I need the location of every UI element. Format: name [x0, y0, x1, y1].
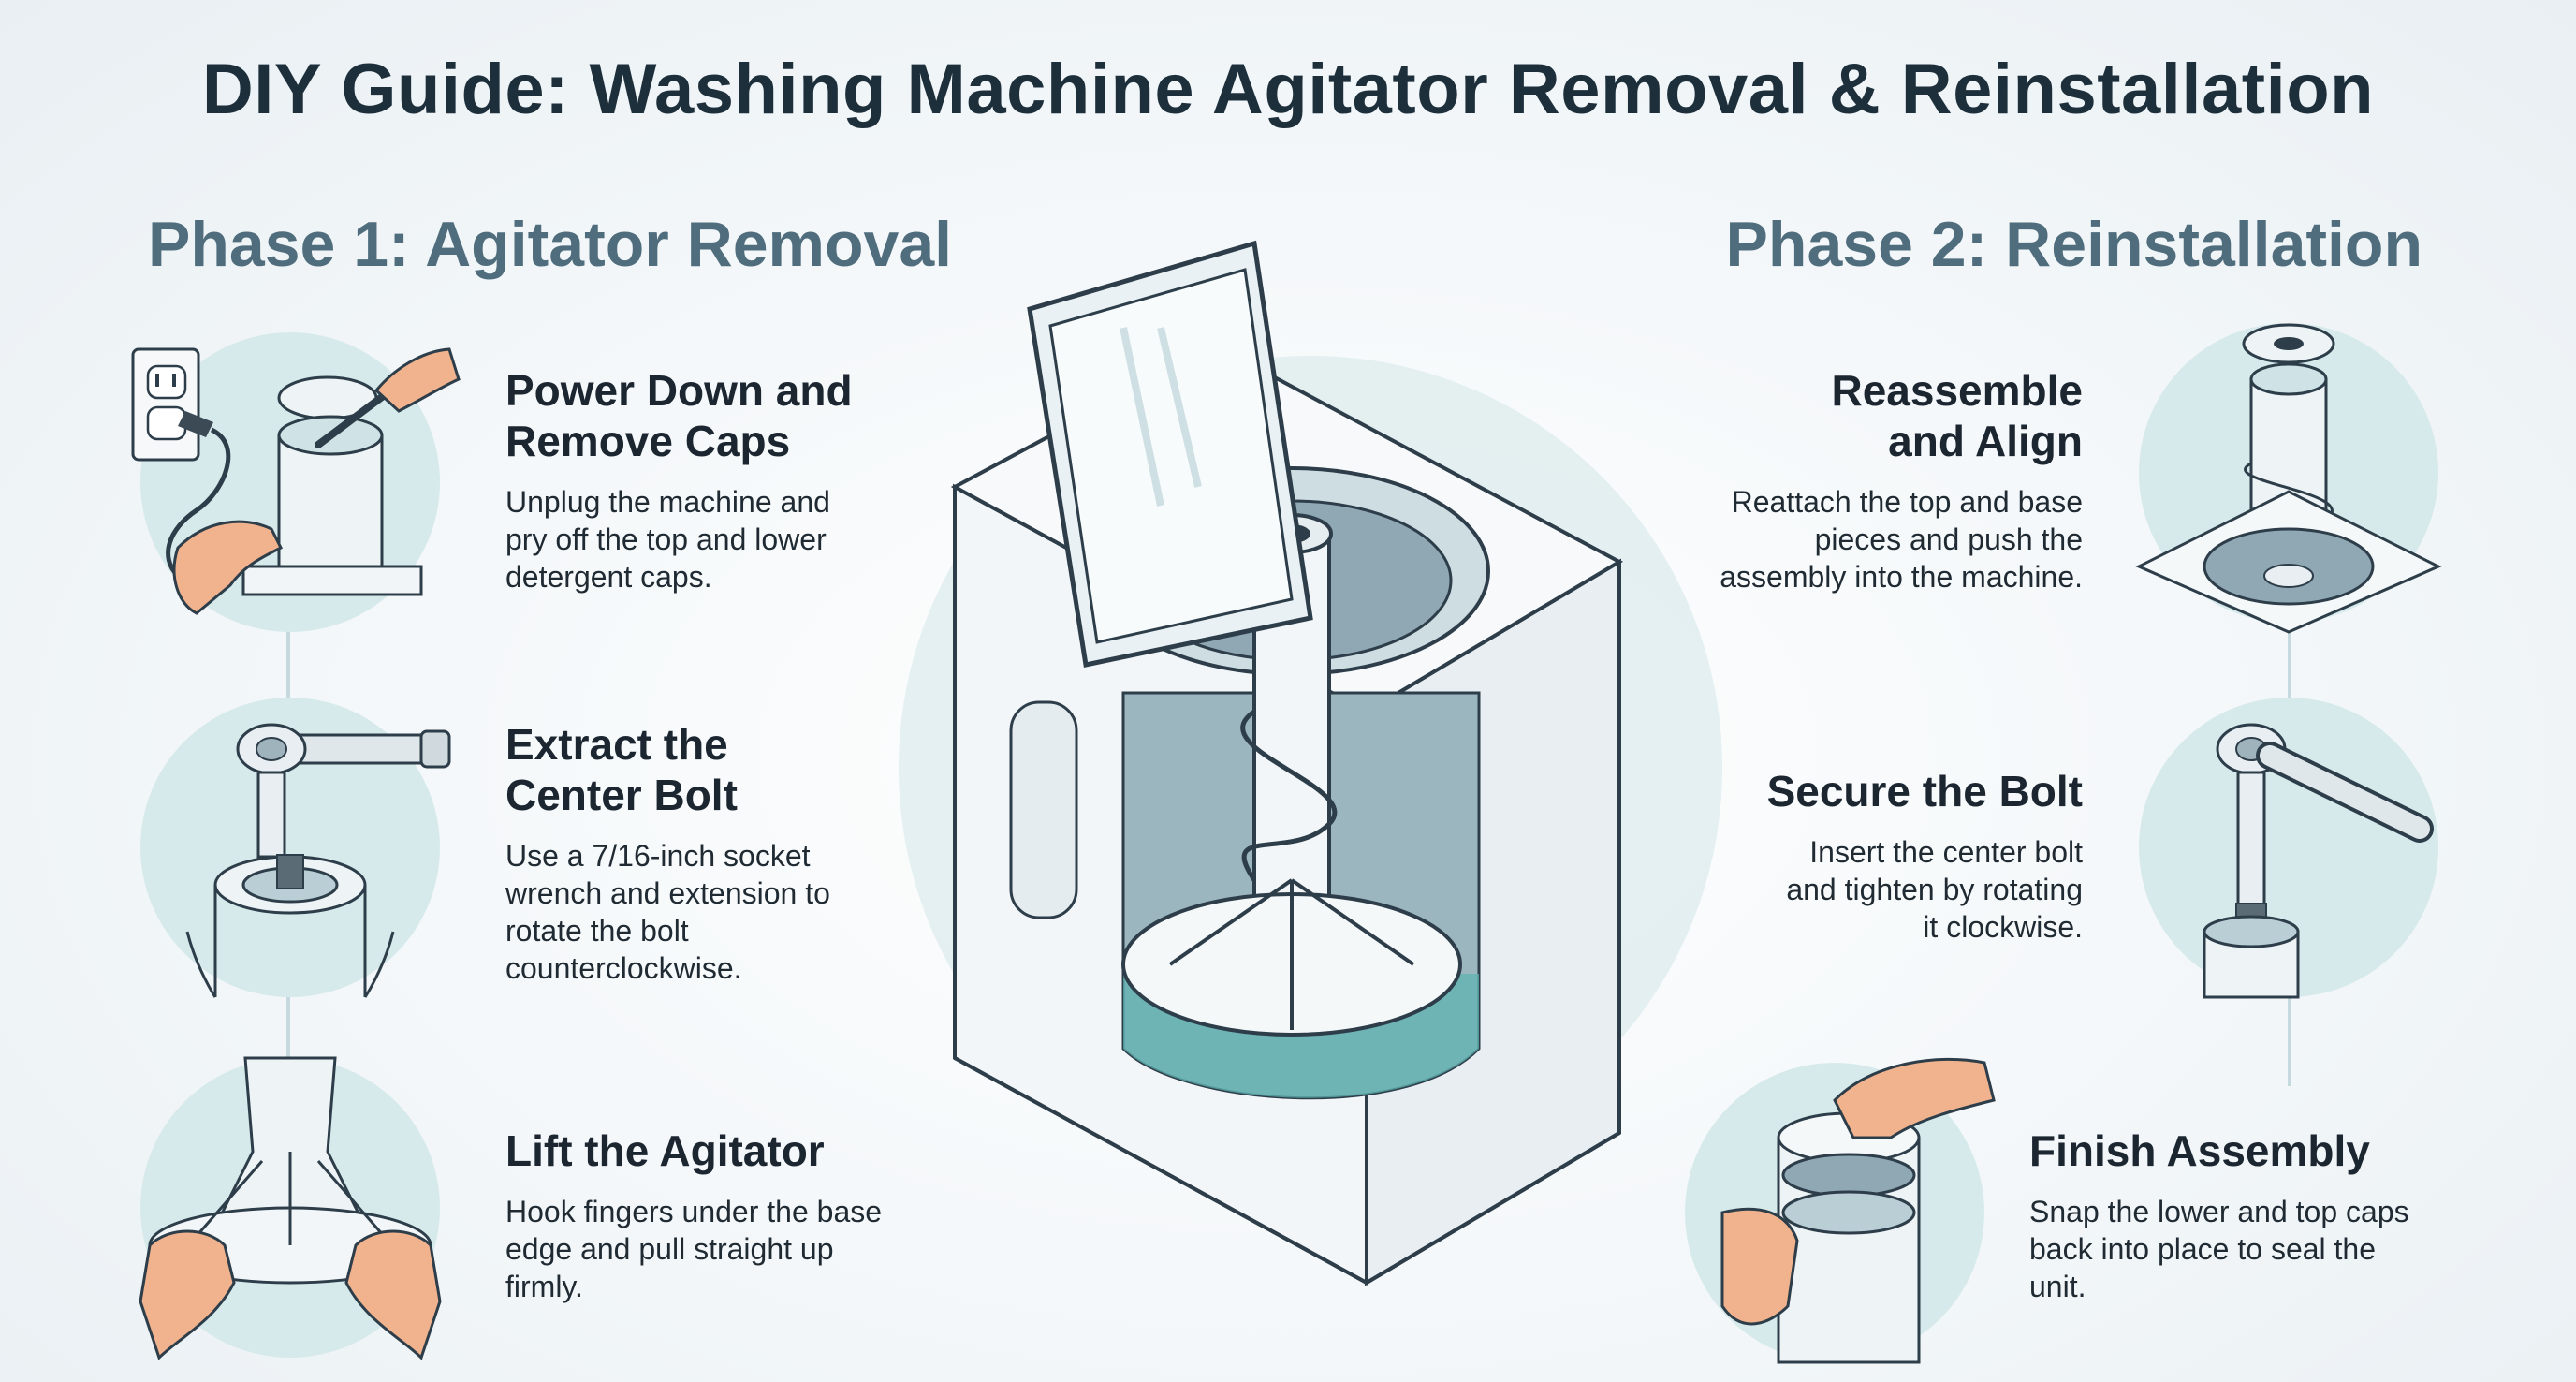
extract-bolt-illustration — [140, 698, 451, 998]
phase-2-heading: Phase 2: Reinstallation — [1725, 209, 2422, 280]
hands-icon — [139, 1229, 442, 1360]
power-outlet-icon — [131, 347, 200, 462]
step-secure-bolt: Secure the Bolt Insert the center bolt a… — [1652, 766, 2083, 946]
washing-machine-illustration — [842, 225, 1778, 1301]
step-reassemble: Reassemble and Align Reattach the top an… — [1652, 365, 2083, 595]
step-finish-assembly: Finish Assembly Snap the lower and top c… — [2029, 1125, 2479, 1305]
step-extract-bolt-body: Use a 7/16-inch socket wrench and extens… — [505, 839, 830, 985]
step-lift-agitator-body: Hook fingers under the base edge and pul… — [505, 1195, 883, 1303]
step-lift-agitator-title: Lift the Agitator — [505, 1126, 825, 1175]
secure-bolt-illustration — [2139, 698, 2438, 999]
step-secure-bolt-body: Insert the center bolt and tighten by ro… — [1786, 835, 2083, 944]
step-finish-assembly-body: Snap the lower and top caps back into pl… — [2029, 1195, 2409, 1303]
step-reassemble-body: Reattach the top and base pieces and pus… — [1720, 485, 2083, 594]
power-down-illustration — [131, 332, 461, 632]
step-secure-bolt-title: Secure the Bolt — [1766, 767, 2083, 816]
step-power-down-body: Unplug the machine and pry off the top a… — [505, 485, 830, 594]
step-extract-bolt: Extract the Center Bolt Use a 7/16-inch … — [505, 719, 936, 987]
socket-wrench-icon — [2216, 723, 2434, 915]
step-lift-agitator: Lift the Agitator Hook fingers under the… — [505, 1125, 936, 1305]
lift-agitator-illustration — [139, 1056, 442, 1360]
step-power-down: Power Down and Remove Caps Unplug the ma… — [505, 365, 936, 595]
step-extract-bolt-title: Extract the Center Bolt — [505, 720, 738, 819]
reassemble-illustration — [2135, 323, 2442, 634]
step-reassemble-title: Reassemble and Align — [1831, 366, 2084, 465]
phase-1-heading: Phase 1: Agitator Removal — [148, 209, 953, 280]
step-power-down-title: Power Down and Remove Caps — [505, 366, 853, 465]
finish-assembly-illustration — [1685, 1057, 1996, 1364]
hands-icon — [1720, 1057, 1996, 1326]
page-title: DIY Guide: Washing Machine Agitator Remo… — [201, 50, 2375, 129]
step-finish-assembly-title: Finish Assembly — [2029, 1126, 2370, 1175]
